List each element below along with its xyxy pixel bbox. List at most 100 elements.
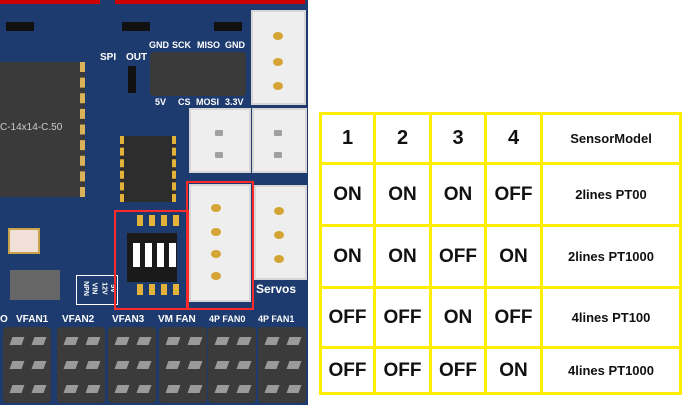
sensor-model: 2lines PT1000 xyxy=(540,224,682,289)
header-pin xyxy=(85,385,101,393)
highlight-connector xyxy=(186,181,254,310)
header-pin xyxy=(63,361,79,369)
dip-toggle[interactable] xyxy=(169,243,176,267)
jumper-block xyxy=(10,270,60,300)
fan-label: VM FAN xyxy=(158,314,196,325)
out-label: OUT xyxy=(126,52,148,63)
fan-label: VFAN1 xyxy=(16,314,49,325)
switch-state: OFF xyxy=(373,286,432,349)
connector xyxy=(252,108,307,173)
fan-header xyxy=(3,327,51,403)
header-pin xyxy=(9,337,25,345)
table-header-row: 1 2 3 4 SensorModel xyxy=(319,112,682,165)
header-pin xyxy=(286,385,302,393)
connector xyxy=(189,108,251,173)
header-pin xyxy=(214,361,230,369)
sensor-model: 4lines PT100 xyxy=(540,286,682,349)
header-pin xyxy=(9,385,25,393)
switch-state: OFF xyxy=(484,162,543,227)
header-pin xyxy=(85,361,101,369)
dip-toggle[interactable] xyxy=(133,243,140,267)
dip-label: NPN xyxy=(81,281,89,296)
switch-state: ON xyxy=(484,346,543,395)
dip-toggle[interactable] xyxy=(157,243,164,267)
header-pin xyxy=(114,361,130,369)
spi-pin-label: 5V xyxy=(155,97,167,107)
column-header: 4 xyxy=(484,112,543,165)
spi-label: SPI xyxy=(100,52,117,63)
header-pin xyxy=(63,385,79,393)
header-pin xyxy=(136,337,152,345)
switch-state: ON xyxy=(429,286,487,349)
highlight-dip-switch xyxy=(114,210,189,310)
fan-header xyxy=(159,327,207,403)
table-row: OFF OFF ON OFF 4lines PT100 xyxy=(319,286,682,349)
header-pin xyxy=(31,337,47,345)
red-edge xyxy=(115,0,305,4)
servo-connector xyxy=(254,185,307,280)
spi-pin-label: GND xyxy=(149,40,169,50)
header-pin xyxy=(31,385,47,393)
fan-header xyxy=(208,327,256,403)
column-header: 3 xyxy=(429,112,487,165)
column-header: 1 xyxy=(319,112,376,165)
header-pin xyxy=(264,361,280,369)
header-pin xyxy=(187,337,203,345)
sensor-model: 4lines PT1000 xyxy=(540,346,682,395)
header-pin xyxy=(85,337,101,345)
table-row: OFF OFF OFF ON 4lines PT1000 xyxy=(319,346,682,395)
header-pin xyxy=(9,361,25,369)
column-header: 2 xyxy=(373,112,432,165)
dip-switch[interactable] xyxy=(127,233,177,282)
switch-state: OFF xyxy=(319,346,376,395)
header-pin xyxy=(114,385,130,393)
header-pin xyxy=(187,361,203,369)
crystal xyxy=(8,228,40,254)
connector xyxy=(251,10,306,105)
header-pin xyxy=(136,385,152,393)
table-row: ON ON ON OFF 2lines PT00 xyxy=(319,162,682,227)
fan-label: VFAN2 xyxy=(62,314,95,325)
fan-label: 4P FAN1 xyxy=(258,314,295,324)
header-pin xyxy=(63,337,79,345)
header-pin xyxy=(264,337,280,345)
switch-state: ON xyxy=(484,224,543,289)
table-row: ON ON OFF ON 2lines PT1000 xyxy=(319,224,682,289)
header-pin xyxy=(286,337,302,345)
switch-state: ON xyxy=(373,162,432,227)
spi-pin-label: MOSI xyxy=(196,97,220,107)
header-pin xyxy=(114,337,130,345)
fan-label: VFAN3 xyxy=(112,314,145,325)
header-pin xyxy=(214,385,230,393)
fan-label: O xyxy=(0,314,8,325)
dip-label: VIN xyxy=(90,282,98,295)
column-header: SensorModel xyxy=(540,112,682,165)
driver-chip xyxy=(120,136,176,202)
header-pin xyxy=(187,385,203,393)
resistor-pack xyxy=(122,22,150,31)
dip-switch-table: 1 2 3 4 SensorModel ON ON ON OFF 2lines … xyxy=(319,112,682,395)
header-pin xyxy=(165,361,181,369)
header-pin xyxy=(31,361,47,369)
spi-pin-label: 3.3V xyxy=(225,97,244,107)
header-pin xyxy=(286,361,302,369)
header-pin xyxy=(264,385,280,393)
header-pin xyxy=(214,337,230,345)
dip-toggle[interactable] xyxy=(145,243,152,267)
fan-label: 4P FAN0 xyxy=(209,314,246,324)
switch-state: ON xyxy=(319,162,376,227)
dip-label-box: NPN VIN 12V 5V xyxy=(76,275,118,305)
switch-state: OFF xyxy=(373,346,432,395)
chip-label: C-14x14-C.50 xyxy=(0,122,63,133)
servos-label: Servos xyxy=(256,282,297,296)
spi-pin-label: CS xyxy=(178,97,191,107)
resistor-pack xyxy=(6,22,34,31)
switch-state: ON xyxy=(373,224,432,289)
header-pin xyxy=(236,361,252,369)
spi-header xyxy=(150,52,246,96)
spi-pin-label: MISO xyxy=(197,40,221,50)
switch-state: OFF xyxy=(429,346,487,395)
header-pin xyxy=(136,361,152,369)
switch-state: OFF xyxy=(429,224,487,289)
switch-state: OFF xyxy=(319,286,376,349)
